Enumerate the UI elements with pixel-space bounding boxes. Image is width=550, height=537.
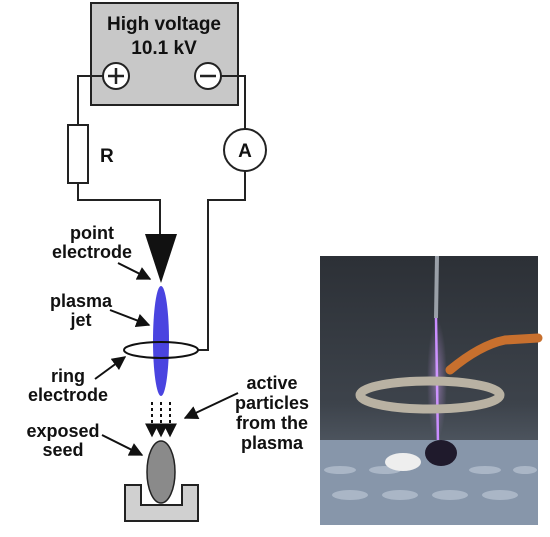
power-supply-voltage: 10.1 kV xyxy=(131,38,197,59)
label-exposed-seed-line1: exposed xyxy=(26,421,99,441)
photo-ring xyxy=(355,376,505,414)
plasma-jet-photo xyxy=(320,255,543,525)
seed-icon xyxy=(146,440,176,504)
pointer-ring-electrode xyxy=(94,356,127,380)
label-point-electrode-line2: electrode xyxy=(52,242,132,262)
label-exposed-seed-line2: seed xyxy=(42,440,83,460)
photo-needle xyxy=(434,255,439,319)
resistor-label: R xyxy=(100,146,114,167)
label-active-particles-line4: plasma xyxy=(241,433,304,453)
negative-terminal-icon xyxy=(194,62,222,90)
circuit-wires xyxy=(77,75,246,351)
label-ring-electrode: ring electrode xyxy=(28,366,108,405)
wire-positive xyxy=(77,75,103,125)
photo-white-seed xyxy=(385,453,421,471)
positive-terminal-icon xyxy=(102,62,130,90)
label-ring-electrode-line2: electrode xyxy=(28,385,108,405)
pointer-exposed-seed xyxy=(101,434,144,456)
label-ring-electrode-line1: ring xyxy=(51,366,85,386)
power-supply: High voltage 10.1 kV xyxy=(90,2,239,106)
label-active-particles-line3: from the xyxy=(236,413,308,433)
resistor-icon xyxy=(67,124,89,184)
photo-dark-seed xyxy=(425,440,457,466)
ring-electrode-icon xyxy=(123,341,199,359)
pointer-active-particles xyxy=(183,392,239,419)
label-pointer-arrows xyxy=(94,262,239,456)
label-point-electrode-line1: point xyxy=(70,223,114,243)
label-exposed-seed: exposed seed xyxy=(26,421,99,460)
ammeter-label: A xyxy=(238,141,252,162)
seed-holder-icon xyxy=(124,484,199,522)
label-active-particles: active particles from the plasma xyxy=(235,373,309,453)
label-plasma-jet: plasma jet xyxy=(50,291,113,330)
label-plasma-jet-line1: plasma xyxy=(50,291,113,311)
label-active-particles-line1: active xyxy=(246,373,297,393)
label-plasma-jet-line2: jet xyxy=(69,310,91,330)
photo-wire xyxy=(445,333,543,375)
wire-to-ring xyxy=(198,171,246,351)
active-particles-arrows xyxy=(145,402,177,438)
wire-negative xyxy=(221,75,246,129)
label-point-electrode: point electrode xyxy=(52,223,132,262)
wire-to-point-electrode xyxy=(77,183,161,234)
point-electrode-icon xyxy=(145,234,177,283)
ammeter-icon xyxy=(223,128,267,172)
pointer-point-electrode xyxy=(117,262,152,280)
power-supply-title: High voltage xyxy=(107,14,221,35)
pointer-plasma-jet xyxy=(109,309,151,328)
label-active-particles-line2: particles xyxy=(235,393,309,413)
